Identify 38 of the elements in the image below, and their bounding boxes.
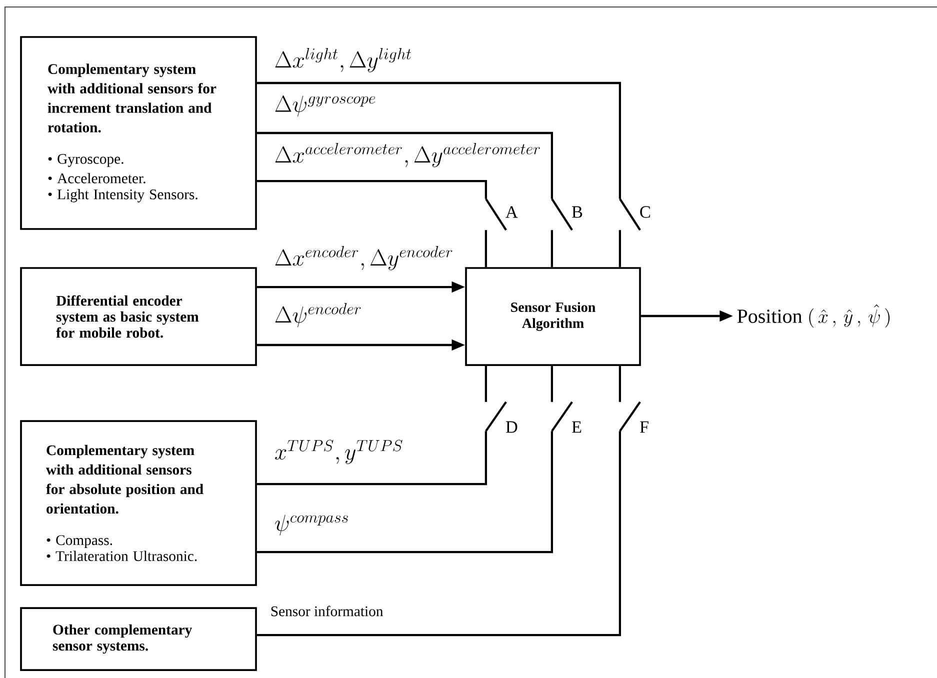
edge-label: $\Delta \psi^{gyroscope}$: [275, 95, 376, 116]
edge-label: $\Delta x^{encoder}, \Delta y^{encoder}$: [275, 246, 452, 270]
algorithm-box: Sensor Fusion Algorithm: [465, 267, 641, 366]
switch-label: B: [572, 206, 582, 218]
switch-connector: [550, 366, 554, 402]
sensor-system-box: Complementary system with additional sensors for increment translation and rotation. • Gyroscope. • Accelerometer. • Light Intensity Sensors.: [20, 36, 257, 230]
switch-connector: [550, 230, 554, 268]
switched-signal-line: [256, 132, 554, 199]
output-label: $\mathrm{Position}\ (\,\hat{x}\,,\,\hat{y}\,,\,\hat{\psi}\,)$: [737, 304, 890, 328]
switch-symbol: [485, 401, 507, 432]
sensor-system-box: Other complementary sensor systems.: [20, 607, 257, 671]
switched-signal-line: [256, 431, 622, 636]
switched-signal-line: [256, 180, 488, 199]
switched-signal-line: [256, 431, 554, 554]
switch-label: D: [506, 421, 518, 433]
switch-label: E: [572, 421, 582, 433]
switch-connector: [484, 366, 488, 402]
edge-label: Sensor information: [271, 606, 384, 616]
switch-label: C: [640, 206, 650, 218]
edge-label: $x^{TUPS}, y^{TUPS}$: [275, 440, 402, 464]
edge-label: $\Delta \psi^{encoder}$: [275, 303, 361, 328]
sensor-system-box: Differential encoder system as basic system for mobile robot.: [20, 267, 257, 366]
switch-connector: [484, 230, 488, 268]
switch-symbol: [551, 198, 573, 231]
switch-connector: [618, 366, 622, 402]
switch-symbol: [619, 198, 641, 231]
switch-symbol: [551, 401, 573, 432]
switch-symbol: [619, 401, 641, 432]
switch-connector: [618, 230, 622, 268]
sensor-system-box: Complementary system with additional sensors for absolute position and orientation. • Compass. • Trilateration Ultrasonic.: [20, 420, 257, 586]
switch-label: F: [640, 421, 648, 433]
switch-label: A: [506, 206, 518, 218]
edge-label: $\Delta x^{accelerometer}, \Delta y^{accelerometer}$: [275, 143, 540, 168]
switched-signal-line: [256, 82, 622, 199]
edge-label: $\Delta x^{light}, \Delta y^{light}$: [275, 48, 412, 72]
switched-signal-line: [256, 431, 488, 486]
switch-symbol: [485, 198, 507, 231]
edge-label: $\psi^{compass}$: [275, 514, 348, 536]
